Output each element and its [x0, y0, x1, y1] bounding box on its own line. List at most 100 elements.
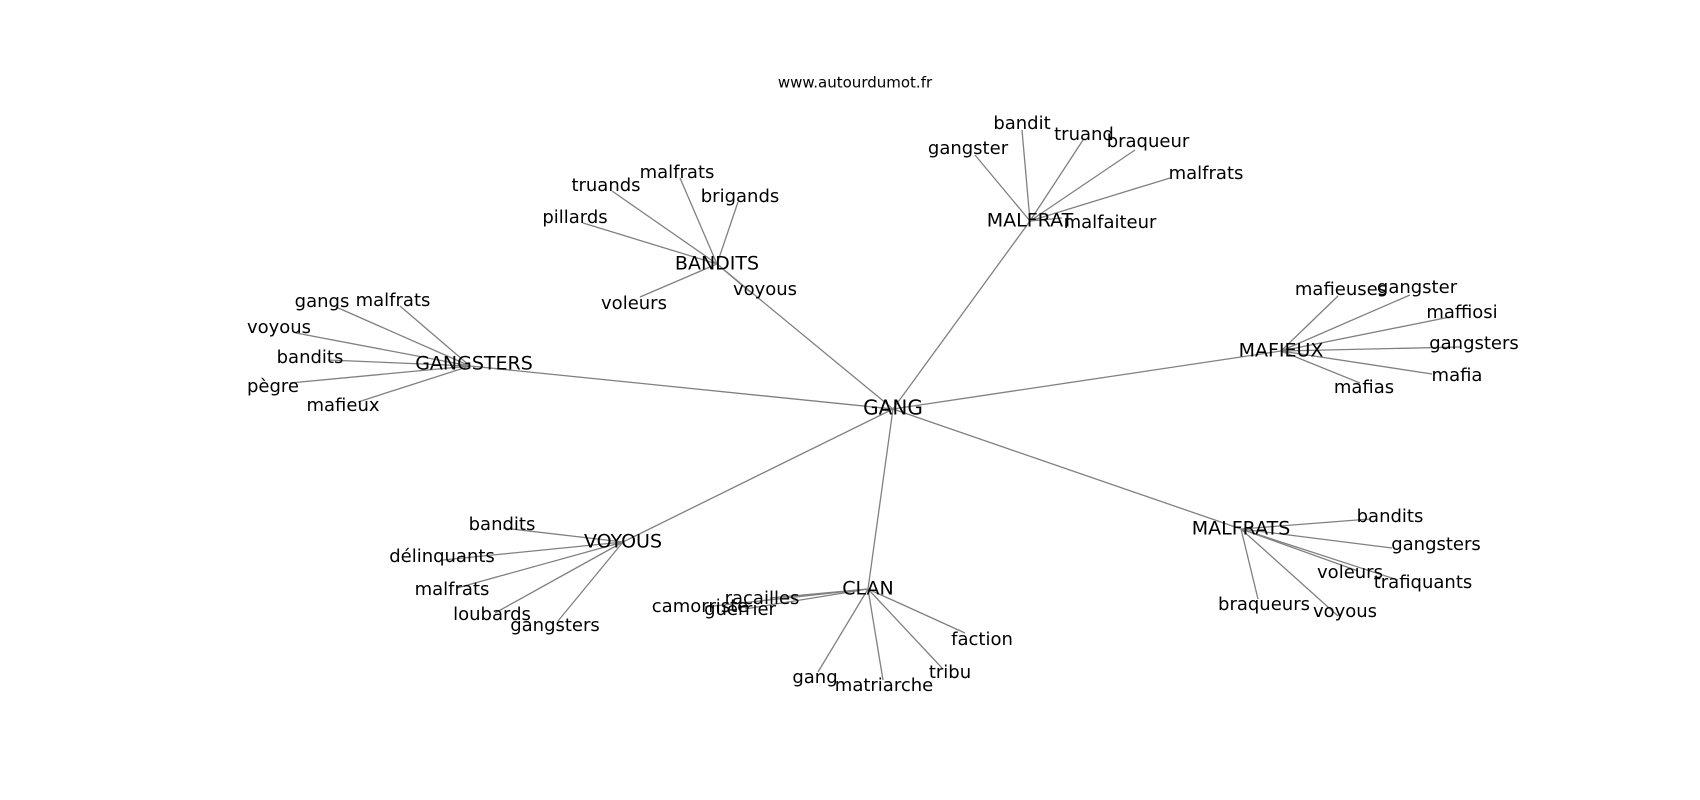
edge-gangsters-leaf-1 — [399, 305, 471, 367]
node-leaf-malfrats: trafiquants — [1374, 572, 1473, 593]
node-leaf-malfrats: braqueurs — [1218, 594, 1310, 615]
node-leaf-gangsters: mafieux — [306, 395, 379, 416]
edge-gang-clan — [867, 408, 894, 590]
edge-mafieux-leaf-1 — [1280, 294, 1411, 352]
node-leaf-malfrat: truand — [1054, 124, 1114, 145]
edge-gangsters-leaf-0 — [335, 306, 471, 367]
node-leaf-voyous: gangsters — [510, 615, 600, 636]
edge-mafieux-leaf-5 — [1280, 350, 1361, 384]
node-leaf-clan: racailles — [725, 588, 800, 609]
node-leaf-clan: faction — [951, 629, 1013, 650]
node-leaf-gangsters: pègre — [247, 376, 299, 397]
edge-bandits-leaf-3 — [582, 222, 718, 265]
edge-clan-leaf-1 — [704, 588, 869, 608]
edge-gangsters-leaf-4 — [289, 365, 471, 384]
node-leaf-mafieux: gangster — [1377, 277, 1458, 298]
node-hub-bandits: BANDITS — [675, 253, 759, 275]
edge-mafieux-leaf-0 — [1280, 295, 1339, 352]
node-leaf-voyous: malfrats — [415, 579, 490, 600]
edge-malfrat-leaf-5 — [1029, 217, 1063, 222]
node-leaf-bandits: voleurs — [601, 293, 667, 314]
node-center: GANG — [863, 396, 923, 420]
node-leaf-clan: gang — [792, 667, 837, 688]
edge-malfrat-leaf-3 — [1029, 149, 1136, 222]
edge-voyous-leaf-1 — [442, 541, 624, 561]
node-hub-malfrat: MALFRAT — [987, 210, 1074, 232]
node-leaf-malfrat: malfaiteur — [1064, 212, 1157, 233]
node-leaf-mafieux: mafias — [1334, 377, 1394, 398]
node-leaf-gangsters: malfrats — [356, 290, 431, 311]
edge-gangsters-leaf-2 — [295, 332, 471, 367]
edge-voyous-leaf-2 — [456, 541, 624, 589]
node-leaf-gangsters: gangs — [295, 291, 350, 312]
node-leaf-bandits: malfrats — [640, 162, 715, 183]
edge-bandits-leaf-0 — [611, 190, 718, 265]
edge-clan-leaf-2 — [744, 588, 869, 610]
edge-malfrats-leaf-5 — [1240, 528, 1339, 617]
node-leaf-malfrat: bandit — [993, 113, 1050, 134]
node-hub-malfrats: MALFRATS — [1192, 518, 1291, 540]
edge-voyous-leaf-3 — [494, 541, 624, 614]
node-leaf-voyous: bandits — [469, 514, 536, 535]
node-leaf-voyous: délinquants — [389, 546, 495, 567]
node-leaf-malfrat: malfrats — [1169, 163, 1244, 184]
edge-clan-leaf-6 — [867, 588, 884, 681]
node-hub-clan: CLAN — [842, 578, 894, 600]
node-leaf-malfrat: gangster — [928, 138, 1009, 159]
node-leaf-gangsters: bandits — [277, 347, 344, 368]
edge-malfrats-leaf-0 — [1240, 518, 1371, 530]
edge-clan-leaf-3 — [867, 588, 966, 634]
edge-gang-malfrat — [892, 220, 1031, 410]
edge-gangsters-leaf-5 — [357, 365, 471, 403]
node-hub-voyous: VOYOUS — [584, 531, 662, 553]
node-leaf-voyous: loubards — [453, 604, 531, 625]
node-leaf-mafieux: gangsters — [1429, 333, 1519, 354]
edge-bandits-leaf-4 — [639, 263, 718, 298]
edge-voyous-leaf-4 — [557, 541, 624, 622]
node-leaf-mafieux: mafieuses — [1295, 279, 1387, 300]
node-hub-mafieux: MAFIEUX — [1239, 340, 1324, 362]
edge-bandits-leaf-1 — [679, 177, 718, 265]
edge-gang-mafieux — [892, 350, 1282, 410]
edge-malfrat-leaf-4 — [1029, 177, 1171, 222]
node-leaf-bandits: truands — [571, 175, 640, 196]
edge-clan-leaf-4 — [867, 588, 943, 669]
node-leaf-bandits: pillards — [542, 207, 607, 228]
node-leaf-bandits: voyous — [733, 279, 797, 300]
edge-bandits-leaf-2 — [716, 201, 739, 265]
edge-bandits-leaf-5 — [716, 263, 751, 293]
edge-gang-gangsters — [469, 365, 894, 410]
edge-malfrats-leaf-3 — [1240, 528, 1399, 581]
node-leaf-malfrats: bandits — [1357, 506, 1424, 527]
edge-mafieux-leaf-3 — [1280, 346, 1462, 352]
node-leaf-mafieux: mafia — [1432, 365, 1483, 386]
node-hub-gangsters: GANGSTERS — [415, 353, 533, 375]
node-leaf-clan: camorriste — [652, 596, 748, 617]
edge-mafieux-leaf-2 — [1280, 316, 1451, 352]
edges — [289, 129, 1462, 681]
edge-gang-malfrats — [892, 408, 1242, 530]
node-leaf-mafieux: maffiosi — [1426, 302, 1497, 323]
edge-malfrat-leaf-1 — [1021, 129, 1031, 222]
node-leaf-malfrat: braqueur — [1107, 131, 1190, 152]
node-leaf-clan: guerrier — [704, 599, 776, 620]
edge-clan-leaf-5 — [817, 588, 869, 673]
edge-malfrats-leaf-4 — [1240, 528, 1259, 600]
node-leaf-clan: matriarche — [835, 675, 933, 696]
edge-gang-voyous — [622, 408, 894, 543]
edge-malfrats-leaf-1 — [1240, 528, 1393, 549]
node-leaf-malfrats: gangsters — [1391, 534, 1481, 555]
node-leaf-malfrats: voyous — [1313, 601, 1377, 622]
node-leaf-bandits: brigands — [701, 186, 780, 207]
node-leaf-malfrats: voleurs — [1317, 562, 1383, 583]
edge-mafieux-leaf-4 — [1280, 350, 1433, 375]
edge-voyous-leaf-0 — [502, 527, 624, 543]
edge-gangsters-leaf-3 — [327, 359, 471, 367]
site-url: www.autourdumot.fr — [778, 74, 933, 92]
node-leaf-clan: tribu — [929, 662, 971, 683]
edge-malfrat-leaf-0 — [974, 154, 1031, 222]
node-leaf-gangsters: voyous — [247, 317, 311, 338]
edge-malfrat-leaf-2 — [1029, 139, 1084, 222]
